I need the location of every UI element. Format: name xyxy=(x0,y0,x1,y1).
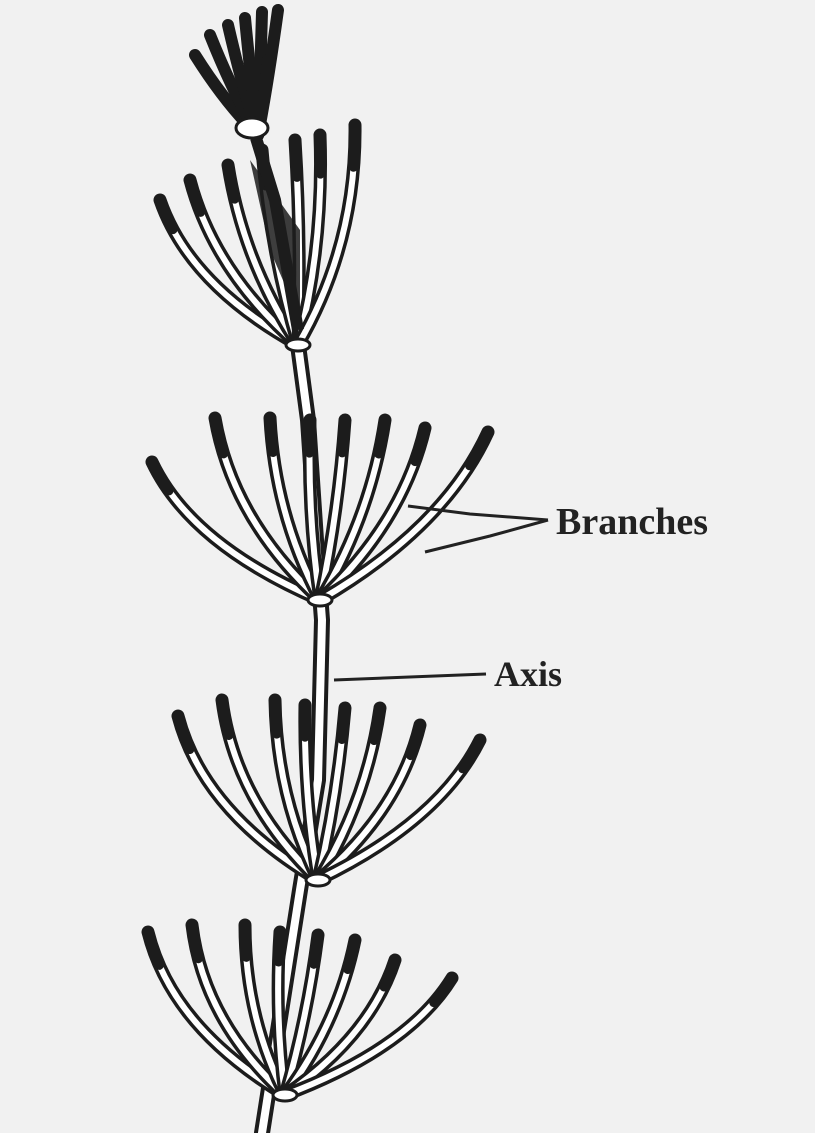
whorl-3-branch-6-tip xyxy=(374,708,380,741)
whorl-2-branch-6-tip xyxy=(379,420,385,454)
whorl-4-branch-1-tip xyxy=(148,932,159,965)
node-collar-2 xyxy=(308,594,332,606)
whorl-4-branch-3-tip xyxy=(245,925,246,957)
node-collar-4 xyxy=(273,1089,297,1101)
whorl-4-branch-4 xyxy=(278,932,285,1095)
branches-leader-2 xyxy=(425,520,548,552)
axis-label: Axis xyxy=(494,654,562,694)
node-collar-3 xyxy=(306,874,330,886)
whorl-4-branch-2-tip xyxy=(192,925,198,959)
whorl-1-branch-1-tip xyxy=(160,200,173,230)
axis-leader xyxy=(334,674,486,680)
whorl-1-branch-2-tip xyxy=(190,180,201,212)
whorl-2-branch-5-tip xyxy=(342,420,345,453)
plant-drawing xyxy=(148,10,488,1133)
node-collar-1 xyxy=(286,339,310,351)
branches-label: Branches xyxy=(556,501,708,543)
whorl-3-branch-1-tip xyxy=(178,716,190,750)
whorl-1-branch-7-tip xyxy=(354,125,355,167)
whorl-4-branch-7-tip xyxy=(384,960,395,987)
apical-bud-sheath xyxy=(236,118,268,138)
whorl-2-branch-4-tip xyxy=(309,420,310,453)
whorl-4-branch-4-tip xyxy=(279,932,280,962)
whorl-3-branch-5-tip xyxy=(342,708,345,739)
whorl-2-branch-3-tip xyxy=(270,418,273,453)
whorl-4-branch-5-tip xyxy=(314,935,318,964)
whorl-1-branch-5-tip xyxy=(295,140,297,177)
whorl-3-branch-3-tip xyxy=(275,700,277,734)
